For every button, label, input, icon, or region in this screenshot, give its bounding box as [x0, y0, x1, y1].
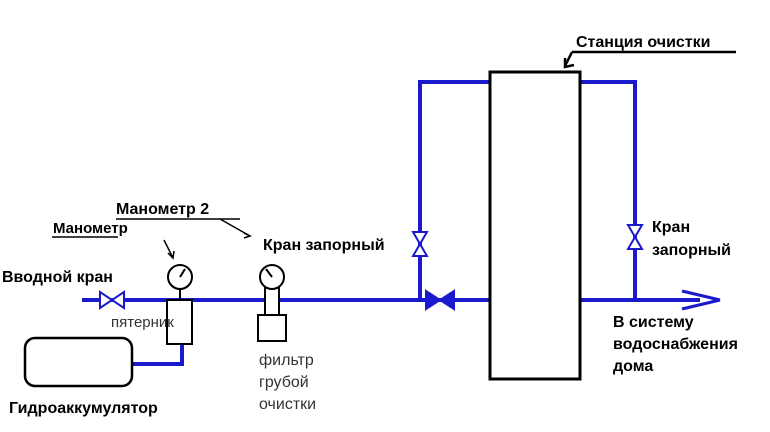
- station-outlet-pipe: [580, 80, 637, 300]
- tee-label: пятерник: [111, 314, 174, 331]
- station-pointer-icon: [563, 50, 736, 69]
- outlet-arrow-icon: [681, 289, 721, 311]
- station-tank: [488, 70, 582, 381]
- shutoff-valve-left-icon: [411, 231, 429, 257]
- leader-lines: [52, 218, 252, 239]
- tee-fitting: [166, 299, 193, 345]
- pressure-gauge-icon: [167, 264, 193, 290]
- shutoff-valve-right-icon: [626, 224, 644, 250]
- coarse-filter: [257, 314, 287, 342]
- gauge-pointer-arrow-icon: [163, 239, 175, 260]
- station-label: Станция очистки: [576, 34, 710, 51]
- inlet-valve-label: Вводной кран: [2, 269, 113, 286]
- pressure-gauge-2-icon: [259, 264, 285, 290]
- gauge2-label: Манометр 2: [116, 201, 209, 218]
- outlet-label-1: В систему: [613, 314, 694, 331]
- inlet-valve-icon: [99, 290, 125, 310]
- main-valve-icon: [425, 289, 455, 311]
- shutoff-right-label-2: запорный: [652, 242, 731, 259]
- filter-neck: [264, 287, 280, 316]
- shutoff-right-label-1: Кран: [652, 219, 690, 236]
- hydro-accumulator: [23, 336, 134, 388]
- filter-label-2: грубой: [259, 374, 309, 391]
- accumulator-label: Гидроаккумулятор: [9, 400, 158, 417]
- station-inlet-pipe: [418, 80, 490, 300]
- accumulator-pipe: [132, 344, 184, 366]
- shutoff-left-label: Кран запорный: [263, 237, 385, 254]
- outlet-label-2: водоснабжения: [613, 336, 738, 353]
- gauge-label: Манометр: [53, 220, 128, 237]
- filter-label-1: фильтр: [259, 352, 314, 369]
- filter-label-3: очистки: [259, 396, 316, 413]
- outlet-label-3: дома: [613, 358, 653, 375]
